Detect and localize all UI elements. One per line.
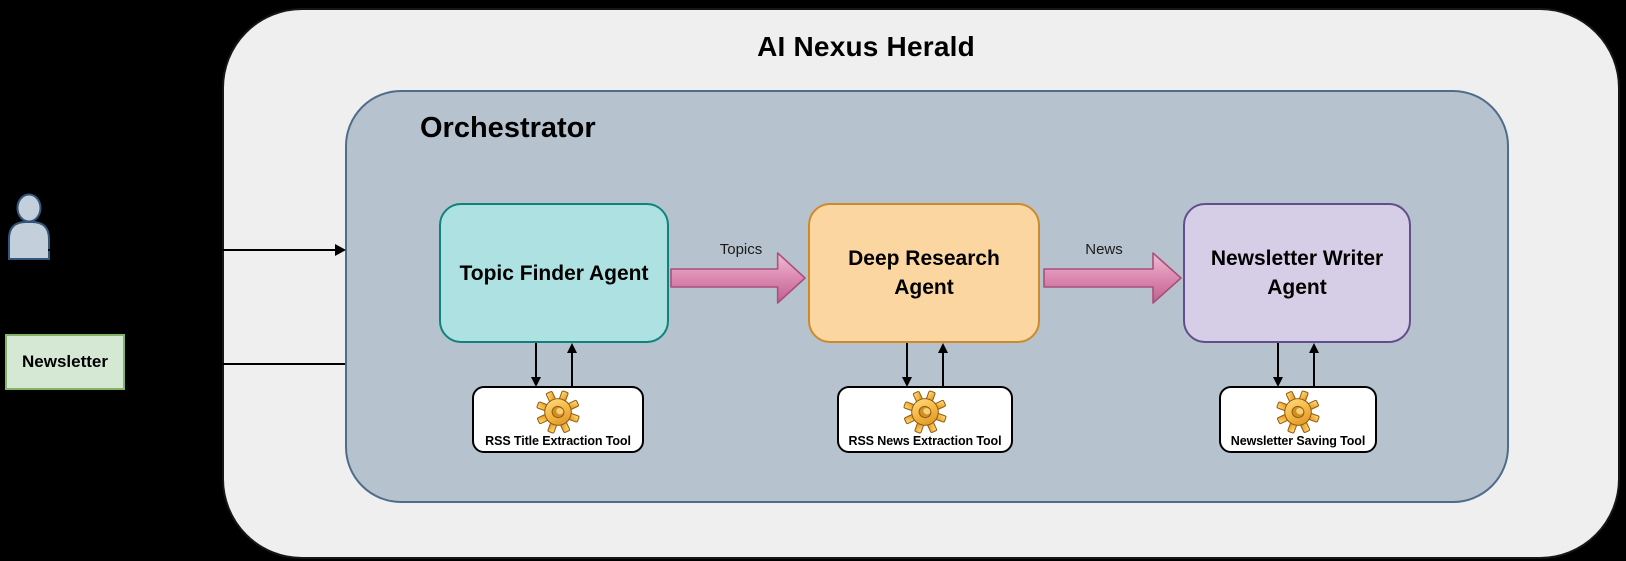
arrowhead-down-icon	[1273, 377, 1283, 387]
agent-label: Topic Finder Agent	[459, 261, 649, 285]
connector-agent3-to-tool3[interactable]	[1277, 343, 1279, 378]
system-title: AI Nexus Herald	[757, 31, 975, 62]
agent-node-newsletter-writer[interactable]: Newsletter Writer Agent	[1183, 203, 1411, 343]
arrowhead-down-icon	[902, 377, 912, 387]
newsletter-node[interactable]: Newsletter	[5, 334, 125, 390]
arrowhead-up-icon	[1309, 343, 1319, 353]
connector-tool2-to-agent2[interactable]	[942, 352, 944, 386]
flow-label-topics: Topics	[719, 241, 763, 258]
newsletter-label: Newsletter	[22, 352, 108, 371]
connector-agent2-to-tool2[interactable]	[906, 343, 908, 378]
arrowhead-up-icon	[567, 343, 577, 353]
tool-node-rss-news-extraction[interactable]: RSS News Extraction Tool	[837, 386, 1013, 453]
connector-tool1-to-agent1[interactable]	[571, 352, 573, 386]
orchestrator-label: Orchestrator	[420, 112, 596, 144]
arrowhead-down-icon	[531, 377, 541, 387]
flow-arrow-news[interactable]	[1043, 250, 1183, 306]
flow-arrow-topics[interactable]	[670, 250, 807, 306]
gear-icon	[1276, 390, 1320, 434]
connector-user-to-orchestrator[interactable]	[48, 249, 337, 251]
gear-icon	[903, 390, 947, 434]
agent-label: Deep Research Agent	[848, 247, 1000, 299]
flow-label-news: News	[1085, 241, 1123, 258]
tool-node-newsletter-saving[interactable]: Newsletter Saving Tool	[1219, 386, 1377, 453]
arrowhead-right-icon	[335, 244, 346, 256]
gear-icon	[536, 390, 580, 434]
connector-tool3-to-agent3[interactable]	[1313, 352, 1315, 386]
tool-label: Newsletter Saving Tool	[1230, 434, 1366, 448]
connector-agent1-to-tool1[interactable]	[535, 343, 537, 378]
connector-orchestrator-to-newsletter[interactable]	[125, 363, 345, 365]
arrowhead-up-icon	[938, 343, 948, 353]
tool-label: RSS Title Extraction Tool	[485, 434, 631, 448]
tool-node-rss-title-extraction[interactable]: RSS Title Extraction Tool	[472, 386, 644, 453]
agent-label: Newsletter Writer Agent	[1210, 247, 1384, 299]
agent-node-topic-finder[interactable]: Topic Finder Agent	[439, 203, 669, 343]
tool-label: RSS News Extraction Tool	[848, 434, 1002, 448]
person-icon[interactable]	[6, 192, 52, 260]
agent-node-deep-research[interactable]: Deep Research Agent	[808, 203, 1040, 343]
